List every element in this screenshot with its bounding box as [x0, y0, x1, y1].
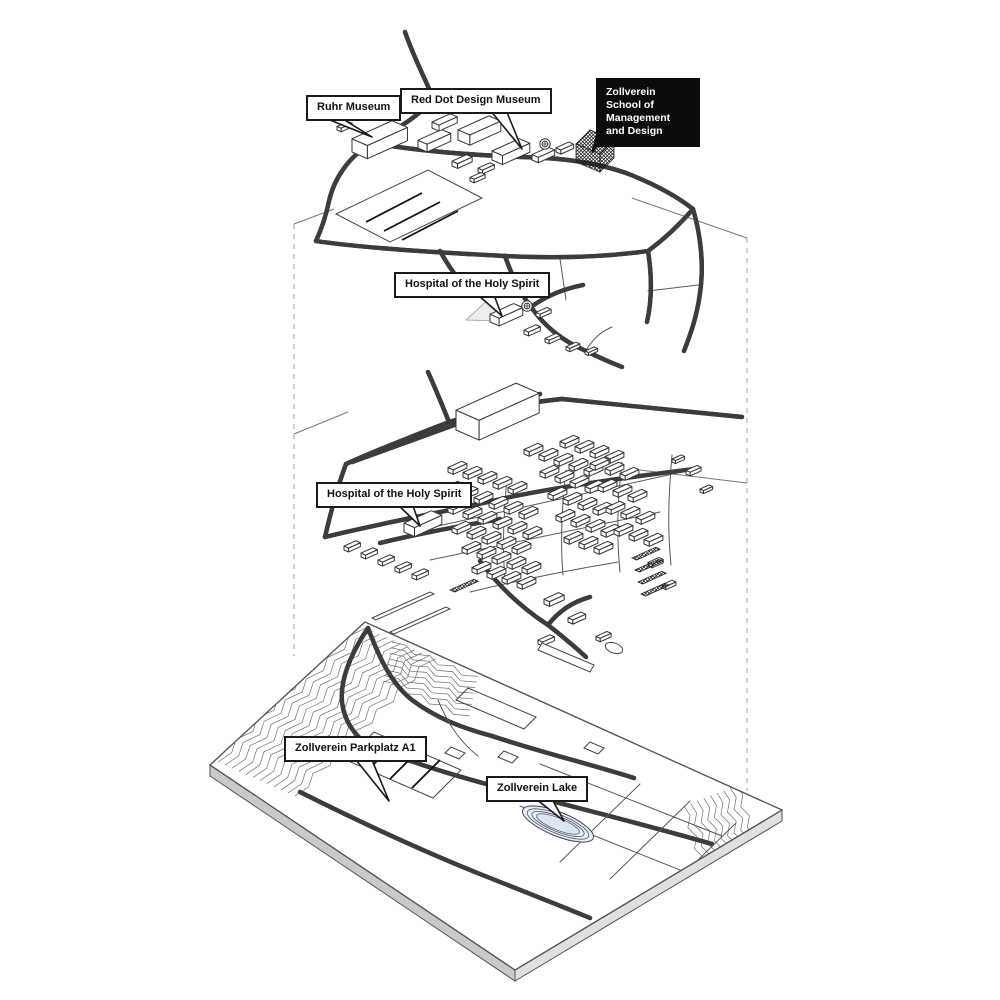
- winding-tower-icon: [539, 138, 551, 150]
- label-red-dot-museum: Red Dot Design Museum: [400, 88, 552, 114]
- section-cut-line: [631, 197, 748, 239]
- pond: [604, 641, 624, 655]
- layer-middle-urban-fabric: [322, 372, 745, 673]
- label-parkplatz: Zollverein Parkplatz A1: [284, 736, 427, 762]
- terraced-house-rows: [444, 435, 663, 589]
- hatched-strips: [449, 546, 671, 597]
- flat-strips: [370, 591, 595, 673]
- parking-stripes-top: [334, 169, 484, 243]
- building-footprints: [444, 687, 605, 764]
- section-cut-line: [293, 411, 349, 435]
- label-hospital-middle: Hospital of the Holy Spirit: [316, 482, 473, 508]
- label-lake: Zollverein Lake: [486, 776, 589, 802]
- label-ruhr-museum: Ruhr Museum: [306, 95, 402, 121]
- label-hospital-top: Hospital of the Holy Spirit: [394, 272, 551, 298]
- top-minor-roads: [559, 258, 699, 353]
- label-school: Zollverein School of Management and Desi…: [596, 78, 700, 147]
- plate-outline: [209, 621, 784, 971]
- winding-tower-icon: [521, 300, 533, 312]
